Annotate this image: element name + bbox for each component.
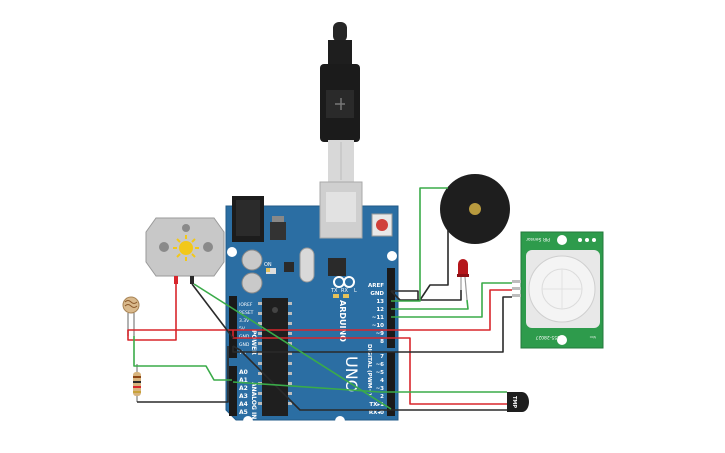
pin-label-13: 13 [376,299,384,305]
pin-label-aref: AREF [368,283,384,289]
wire-red-5v-temp [232,330,507,405]
sun-icon [173,235,199,261]
wire-black-temp [232,345,507,411]
wire-red-5v-motor [127,284,233,341]
pin-label-9: ~9 [376,331,385,337]
pin-label-gnd-d: GND [370,291,384,297]
l-led-label: L [354,288,357,294]
pir-label-top: PIR Sensor [526,236,550,242]
rx-led-label: RX [341,288,348,294]
pin-label-ioref: IOREF [239,302,253,308]
resistor [133,364,141,402]
pin-label-3v3: 3.3V [239,318,250,324]
pin-label-a0: A0 [239,369,248,376]
pin-label-a5: A5 [239,409,248,416]
pir-pin-vcc: Vcc [590,335,596,339]
pin-label-6: ~6 [376,362,385,368]
analog-header-label: ANALOG IN [250,382,257,419]
pir-sensor: PIR Sensor 555-28027 Vcc [512,231,604,349]
on-led-label: ON [264,262,272,268]
pin-label-7: 7 [380,354,384,360]
pin-label-a3: A3 [239,393,248,400]
pin-label-a1: A1 [239,377,248,384]
red-led [457,259,469,301]
board-model: UNO [342,356,361,392]
tmp-label: TMP [511,396,517,408]
temperature-sensor: TMP [507,392,529,412]
wire-green-buzzer [391,187,448,302]
pin-label-10: ~10 [372,323,384,329]
pin-label-5: ~5 [376,370,385,376]
wire-green-motor [193,283,392,410]
arduino-logo [333,276,355,288]
piezo-buzzer [440,174,510,244]
board-brand: ARDUINO [338,300,347,342]
power-header-label: POWER [250,330,257,355]
wire-black-resistor [137,346,229,403]
wire-red-5v-pir [233,289,512,331]
pin-label-5v: 5V [239,326,246,332]
pin-label-a4: A4 [239,401,248,408]
pin-label-12: 12 [376,307,384,313]
pin-label-reset: RESET [239,310,254,316]
wire-black-buzzer [390,230,449,301]
pin-label-3: ~3 [376,386,385,392]
photoresistor [122,296,140,336]
wires [127,187,512,411]
pin-label-4: 4 [380,378,384,384]
wire-green-pir [391,282,512,318]
wire-green-ldr [133,336,232,381]
dc-motor [145,217,225,284]
digital-header-label: DIGITAL (PWM~) [366,344,372,396]
usb-cable-icon [320,22,360,182]
pin-label-a2: A2 [239,385,248,392]
pin-label-0: RX◂0 [369,410,384,416]
wire-black-motor [191,283,234,339]
pin-label-11: ~11 [372,315,384,321]
pin-label-gnd2: GND [239,342,250,348]
tx-led-label: TX [330,288,338,294]
pir-code: 555-28027 [535,334,560,340]
pin-label-2: 2 [380,394,384,400]
wire-green-led [391,299,469,310]
pin-label-1: TX▸1 [369,402,384,408]
wire-green-a1-temp [232,381,507,393]
wire-black-pir [232,296,512,353]
arduino-uno-board: ARDUINO UNO POWER ANALOG IN DIGITAL (PWM… [225,181,399,426]
pin-label-gnd1: GND [239,334,250,340]
pin-label-8: 8 [380,339,384,345]
